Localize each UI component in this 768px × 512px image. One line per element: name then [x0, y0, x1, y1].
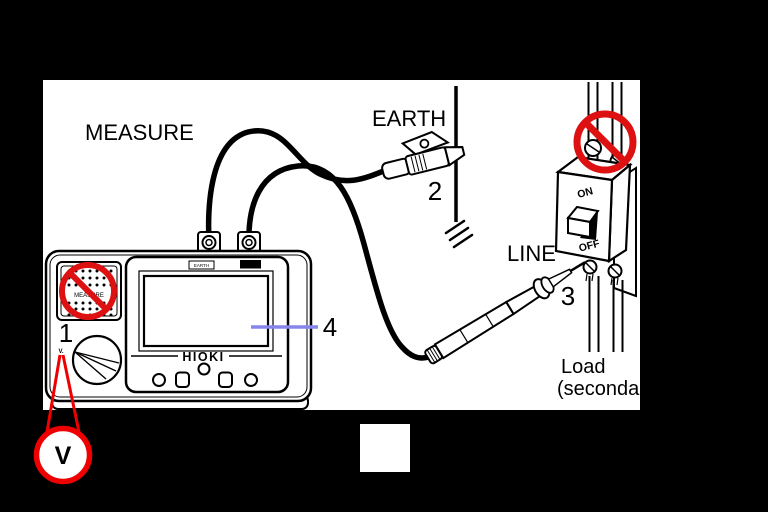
load-wires — [588, 276, 624, 352]
round-button — [197, 362, 211, 376]
line-terminal-tag-text: LINE — [245, 263, 255, 268]
voltage-callout: V — [33, 354, 93, 485]
breaker-assembly: ON OFF Load (seconda — [554, 82, 640, 400]
load-label-line1: Load — [561, 356, 606, 378]
round-button — [244, 373, 258, 387]
breaker-toggle — [566, 205, 600, 240]
voltage-symbol: V — [55, 442, 72, 470]
brand-logo: HIOKI — [182, 350, 224, 364]
lcd-screen — [142, 274, 270, 348]
test-lead-cables — [205, 127, 432, 361]
tester-device: MEASURE V. EARTH LINE HIOKI — [44, 231, 313, 410]
ground-icon — [444, 219, 474, 249]
blank-box — [360, 424, 410, 472]
line-lead-cable — [246, 163, 432, 361]
probe-rear-ridges — [426, 346, 441, 363]
clip-lever-hole — [419, 138, 430, 149]
earth-terminal-tag-text: EARTH — [194, 263, 209, 268]
callout-2: 2 — [428, 176, 442, 206]
earth-clip — [381, 130, 466, 180]
clip-jaw — [443, 146, 466, 167]
rotary-dial — [71, 334, 123, 386]
function-buttons — [152, 362, 258, 388]
line-terminal-tag — [240, 260, 261, 269]
measure-label: MEASURE — [85, 120, 194, 145]
breaker-on-label: ON — [576, 185, 594, 201]
earth-terminal-tag — [188, 260, 215, 270]
tester-terminals — [197, 231, 261, 254]
load-label-line2: (seconda — [557, 378, 640, 400]
lcd-bezel — [138, 270, 274, 352]
clip-ridges — [410, 153, 428, 173]
breaker-off-label: OFF — [578, 237, 602, 254]
line-probe — [424, 261, 586, 365]
round-button — [152, 373, 166, 387]
earth-label: EARTH — [372, 106, 446, 131]
soft-button — [175, 371, 190, 388]
dial-pointer-lines — [74, 351, 120, 380]
terminal-screws-bottom — [582, 259, 623, 286]
callout-4: 4 — [323, 312, 337, 342]
probe-needle — [569, 261, 586, 273]
soft-button — [218, 371, 233, 388]
prohibition-icon — [59, 262, 117, 320]
probe-metal-tip — [547, 268, 573, 288]
voltage-badge — [33, 425, 93, 485]
prohibition-icon — [573, 110, 637, 174]
earth-lead-cable — [205, 127, 389, 245]
callout-3: 3 — [561, 281, 575, 311]
dial-v-marking: V. — [58, 349, 63, 355]
line-label: LINE — [507, 241, 556, 266]
callout-1: 1 — [59, 318, 73, 348]
